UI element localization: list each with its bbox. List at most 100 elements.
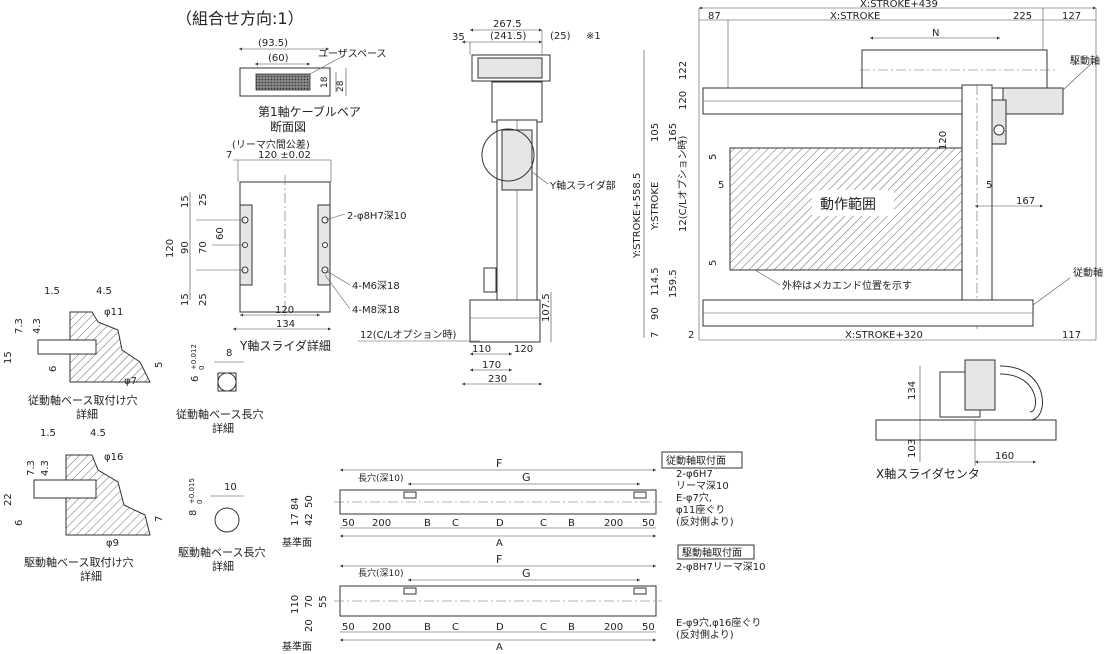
plan-dim-87: 87	[708, 11, 721, 22]
plan-dim-120-v: 120	[938, 131, 949, 150]
dhole-dim-4-5: 4.5	[96, 286, 112, 297]
yslider-dim-120-h: 120	[275, 305, 294, 316]
xcenter-caption: X軸スライダセンタ	[876, 466, 980, 481]
cable-dim-18: 18	[320, 76, 330, 88]
xcenter-dim-134: 134	[907, 381, 918, 400]
yslider-note-m6: 4-M6深18	[352, 280, 400, 292]
plan-dim-x-stroke-439: X:STROKE+439	[860, 0, 938, 10]
driven-base-dim-17: 17	[290, 513, 301, 526]
side-dim-107-5: 107.5	[541, 293, 552, 322]
plan-dim-5-d: 5	[986, 180, 992, 191]
side-view: 267.5 35 (241.5) (25) ※1 Y軸スライダ部 107.5 1…	[358, 19, 616, 386]
plan-dim-y-stroke-558-5: Y:STROKE+558.5	[632, 173, 643, 259]
drive-base-view: 駆動軸取付面 2-φ8H7リーマ深10 E-φ9穴,φ16座ぐり (反対側より)…	[282, 544, 766, 653]
dvhole-dim-phi9: φ9	[106, 538, 119, 549]
driven-base-dim-c-b: C	[540, 518, 547, 529]
drive-base-dim-200-a: 200	[372, 622, 391, 633]
plan-dim-159-5: 159.5	[668, 269, 679, 298]
driven-shaft-label: 従動軸	[1073, 266, 1103, 279]
driven-base-dim-50-a: 50	[342, 518, 355, 529]
driven-base-dim-50-b: 50	[642, 518, 655, 529]
yslider-note-reamer: 2-φ8H7深10	[347, 210, 407, 222]
plan-dim-90: 90	[650, 307, 661, 320]
plan-dim-127: 127	[1062, 11, 1081, 22]
dhole-caption-2: 詳細	[76, 407, 98, 421]
drive-base-dim-c-a: C	[452, 622, 459, 633]
dvslot-caption-2: 詳細	[212, 559, 234, 573]
side-option-note: 12(C/Lオプション時)	[360, 329, 457, 341]
y-slider-detail: (リーマ穴間公差) 7 120 ±0.02 120 90 70 60 15 25…	[165, 138, 407, 353]
yslider-dim-120-tol: 120 ±0.02	[258, 150, 311, 161]
plan-dim-7: 7	[650, 332, 661, 338]
dvslot-dim-8: 8	[188, 510, 199, 516]
drive-base-note-3: (反対側より)	[676, 628, 734, 641]
driven-base-note-4: φ11座ぐり	[676, 503, 725, 516]
plan-option-label: 12(C/Lオプション時)	[677, 135, 689, 232]
dvhole-dim-7: 7	[154, 516, 165, 522]
cable-dim-60: (60)	[268, 53, 289, 64]
dslot-dim-6: 6	[190, 376, 201, 382]
driven-base-dim-a: A	[496, 538, 503, 549]
side-dim-170: 170	[482, 360, 501, 371]
side-dim-35: 35	[452, 32, 465, 43]
drive-base-slot-label: 長穴(深10)	[358, 567, 403, 579]
dhole-caption-1: 従動軸ベース取付け穴	[28, 393, 137, 407]
dslot-caption-1: 従動軸ベース長穴	[176, 407, 263, 421]
plan-view: X:STROKE+439 87 X:STROKE 225 127 N 駆動軸 動…	[632, 0, 1103, 341]
driven-base-dim-b-a: B	[424, 518, 431, 529]
driven-hole-detail: 1.5 4.5 φ11 7.3 4.3 15 6 5 φ7 従動軸ベース取付け穴…	[3, 286, 165, 421]
drive-base-dim-b-b: B	[568, 622, 575, 633]
dhole-dim-6: 6	[48, 366, 59, 372]
driven-base-dim-50-v: 50	[304, 495, 315, 508]
yslider-dim-7: 7	[226, 150, 232, 161]
drive-base-header: 駆動軸取付面	[682, 546, 742, 559]
driven-base-note-2: リーマ深10	[676, 480, 729, 492]
driven-base-header: 従動軸取付面	[666, 454, 726, 467]
drive-slot-detail: 10 8 +0.015 0 駆動軸ベース長穴 詳細	[178, 478, 265, 573]
drive-base-dim-20: 20	[304, 619, 315, 632]
driven-base-dim-b-b: B	[568, 518, 575, 529]
cable-dim-28: 28	[336, 80, 346, 92]
dslot-caption-2: 詳細	[212, 421, 234, 435]
dvhole-dim-phi16: φ16	[104, 452, 123, 463]
dvhole-dim-4-3: 4.3	[40, 460, 51, 476]
driven-base-dim-d: D	[496, 518, 504, 529]
drive-base-dim-b-a: B	[424, 622, 431, 633]
dhole-dim-phi7: φ7	[124, 376, 137, 387]
cable-bear-section: (93.5) (60) 18 28 ユーザスペース 第1軸ケーブルベア 断面図	[239, 38, 387, 134]
yslider-note-m8: 4-M8深18	[352, 304, 400, 316]
cable-caption-2: 断面図	[270, 119, 306, 134]
side-dim-230: 230	[488, 374, 507, 385]
yslider-dim-25-top: 25	[198, 193, 209, 206]
yslider-dim-90: 90	[180, 241, 191, 254]
plan-dim-5-a: 5	[708, 154, 719, 160]
driven-base-ref: 基準面	[282, 536, 312, 549]
yslider-dim-25-bot: 25	[198, 293, 209, 306]
plan-dim-5-c: 5	[708, 260, 719, 266]
operation-range-label: 動作範囲	[820, 196, 876, 213]
driven-base-slot-label: 長穴(深10)	[358, 472, 403, 484]
plan-dim-2: 2	[688, 330, 694, 341]
driven-base-note-3: E-φ7穴,	[676, 491, 712, 504]
dvhole-caption-2: 詳細	[80, 569, 102, 583]
dhole-dim-4-3: 4.3	[32, 318, 43, 334]
diagram-title: （組合せ方向:1）	[176, 9, 304, 28]
dslot-tol-zero: 0	[198, 366, 206, 370]
frame-end-note: 外枠はメカエンド位置を示す	[782, 279, 912, 292]
drive-shaft-label: 駆動軸	[1070, 54, 1100, 67]
drive-base-dim-200-b: 200	[604, 622, 623, 633]
driven-base-dim-g: G	[522, 471, 531, 484]
plan-dim-x-stroke: X:STROKE	[830, 11, 880, 22]
dhole-dim-5: 5	[154, 362, 165, 368]
dhole-dim-15: 15	[3, 351, 14, 364]
plan-dim-120: 120	[678, 91, 689, 110]
dvslot-tol-plus: +0.015	[188, 478, 196, 504]
driven-base-dim-f: F	[496, 457, 502, 470]
drive-base-note-2: E-φ9穴,φ16座ぐり	[676, 616, 761, 629]
dslot-tol-plus: +0.012	[190, 344, 198, 370]
yslider-dim-120-v: 120	[165, 239, 176, 258]
dvhole-dim-1-5: 1.5	[40, 428, 56, 439]
drive-base-ref: 基準面	[282, 640, 312, 653]
dvslot-caption-1: 駆動軸ベース長穴	[178, 545, 265, 559]
side-dim-110: 110	[472, 344, 491, 355]
